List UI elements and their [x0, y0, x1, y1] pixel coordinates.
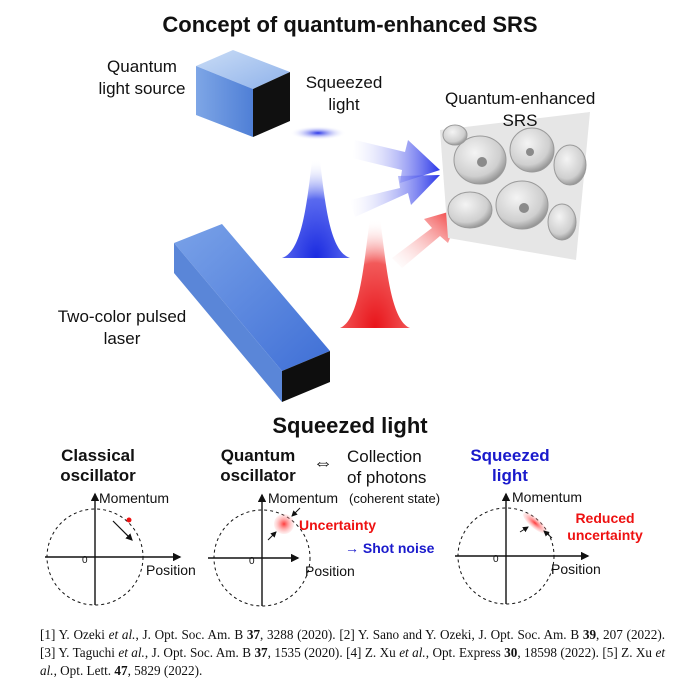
red-pulse [340, 207, 410, 328]
reference-item: [1] Y. Ozeki et al., J. Opt. Soc. Am. B … [40, 627, 340, 642]
equivalence-symbol: ⇔ [313, 452, 333, 474]
quantum-phase-plot [208, 493, 311, 607]
squeezed-phase-plot [455, 492, 590, 605]
classical-origin: 0 [82, 555, 88, 566]
section-title: Squeezed light [272, 413, 428, 438]
reference-item: [4] Z. Xu et al., Opt. Express 30, 18598… [346, 645, 603, 660]
reference-item: [5] Z. Xu et al., Opt. Lett. 47, 5829 (2… [40, 645, 665, 678]
squeezed-origin: 0 [493, 554, 499, 565]
blue-pulse [282, 148, 350, 258]
blue-arrow-upper [352, 140, 440, 183]
squeezed-ellipse [523, 512, 547, 534]
classical-phase-plot [45, 492, 182, 606]
reference-item: [2] Y. Sano and Y. Ozeki, J. Opt. Soc. A… [339, 627, 666, 642]
uncertainty-label: Uncertainty [299, 517, 377, 533]
srs-cell-image [440, 112, 590, 260]
quantum-light-source-box [196, 50, 290, 137]
reference-item: [3] Y. Taguchi et al., J. Opt. Soc. Am. … [40, 645, 347, 660]
shot-noise-label: → Shot noise [345, 540, 435, 556]
classical-x-axis-label: Position [146, 562, 196, 578]
references: [1] Y. Ozeki et al., J. Opt. Soc. Am. B … [40, 626, 665, 680]
page-title: Concept of quantum-enhanced SRS [162, 12, 538, 37]
squeezed-light-blob [290, 126, 346, 140]
coherent-state-label: (coherent state) [349, 491, 441, 506]
uncertainty-spot [274, 514, 294, 534]
squeezed-x-axis-label: Position [551, 561, 601, 577]
squeezed-y-axis-label: Momentum [512, 489, 583, 505]
blue-arrow-lower [350, 175, 440, 217]
quantum-x-axis-label: Position [305, 563, 355, 579]
classical-y-axis-label: Momentum [99, 490, 170, 506]
quantum-y-axis-label: Momentum [268, 490, 339, 506]
red-arrow [392, 208, 462, 268]
laser-box [174, 224, 330, 402]
quantum-origin: 0 [249, 556, 255, 567]
